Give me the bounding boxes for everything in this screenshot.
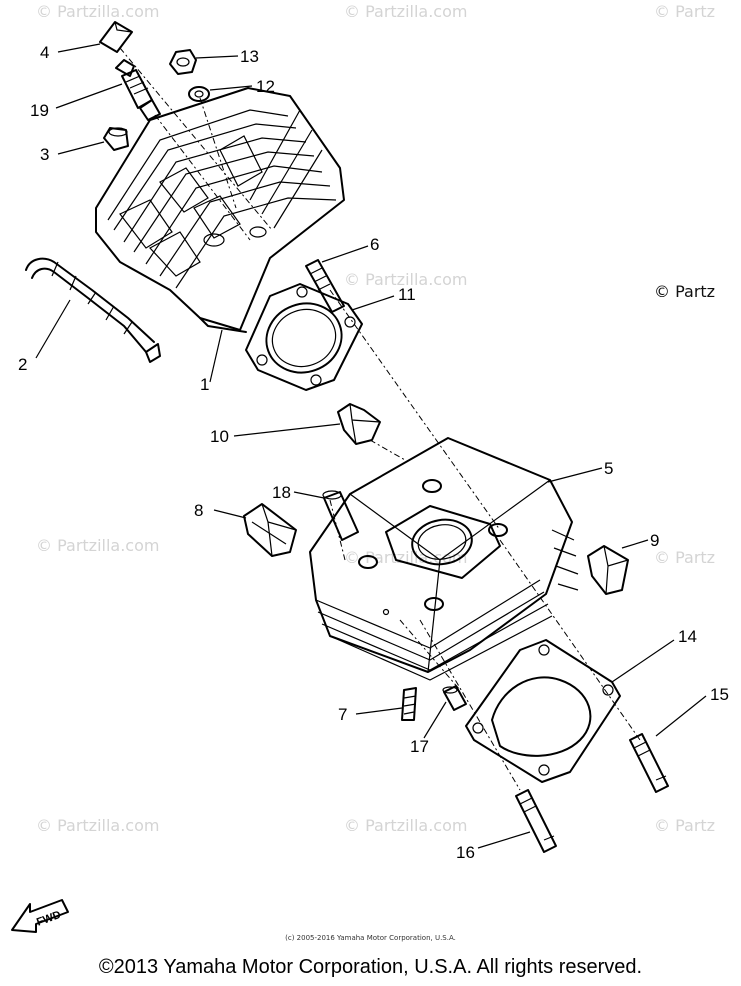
leader-lines (35, 43, 707, 849)
watermark: © Partz (654, 282, 716, 301)
stud-part-16 (515, 789, 557, 853)
watermark: © Partz (654, 816, 716, 835)
callout-7: 7 (338, 705, 347, 724)
block-part-10 (337, 403, 381, 445)
dowel-part-17 (442, 685, 467, 711)
callout-12: 12 (256, 77, 275, 96)
washer-part-12 (188, 86, 210, 102)
spark-plug-part-19 (115, 59, 161, 121)
stud-part-15 (629, 733, 669, 793)
callout-5: 5 (604, 459, 613, 478)
callout-17: 17 (410, 737, 429, 756)
callout-14: 14 (678, 627, 697, 646)
callout-19: 19 (30, 101, 49, 120)
cylinder-head-part-1 (95, 87, 345, 333)
block-part-8 (243, 503, 297, 557)
small-copyright-text: (c) 2005-2016 Yamaha Motor Corporation, … (285, 934, 456, 942)
callout-10: 10 (210, 427, 229, 446)
callout-15: 15 (710, 685, 729, 704)
callout-8: 8 (194, 501, 203, 520)
block-part-9 (587, 545, 629, 595)
hose-part-2 (25, 257, 161, 363)
watermark: © Partzilla.com (36, 2, 160, 21)
head-gasket-part-11 (245, 283, 363, 391)
stud-part-6 (305, 259, 345, 313)
callout-16: 16 (456, 843, 475, 862)
callout-3: 3 (40, 145, 49, 164)
callout-11: 11 (398, 285, 416, 304)
cylinder-part-5 (309, 437, 579, 681)
watermark: © Partzilla.com (344, 2, 468, 21)
watermark: © Partzilla.com (344, 548, 468, 567)
copyright-footer: ©2013 Yamaha Motor Corporation, U.S.A. A… (98, 956, 643, 978)
watermark: © Partz (654, 2, 716, 21)
cap-part-3 (103, 127, 129, 151)
nut-part-13 (169, 49, 197, 75)
callout-labels: 4 13 12 19 3 2 1 6 11 10 5 18 8 9 14 15 … (18, 43, 729, 862)
callout-13: 13 (240, 47, 259, 66)
dowel-pin-part-4 (99, 21, 133, 53)
dowel-part-7 (401, 687, 417, 721)
watermark: © Partzilla.com (36, 816, 160, 835)
callout-6: 6 (370, 235, 379, 254)
callout-18: 18 (272, 483, 291, 502)
callout-1: 1 (200, 375, 209, 394)
callout-2: 2 (18, 355, 27, 374)
watermark: © Partzilla.com (344, 816, 468, 835)
base-gasket-part-14 (465, 639, 621, 783)
callout-9: 9 (650, 531, 659, 550)
watermark: © Partzilla.com (344, 270, 468, 289)
fwd-label: FWD (35, 909, 63, 929)
callout-4: 4 (40, 43, 49, 62)
watermark: © Partzilla.com (36, 536, 160, 555)
dowel-part-18 (322, 490, 359, 541)
watermark: © Partz (654, 548, 716, 567)
fwd-arrow-icon: FWD (11, 899, 69, 933)
